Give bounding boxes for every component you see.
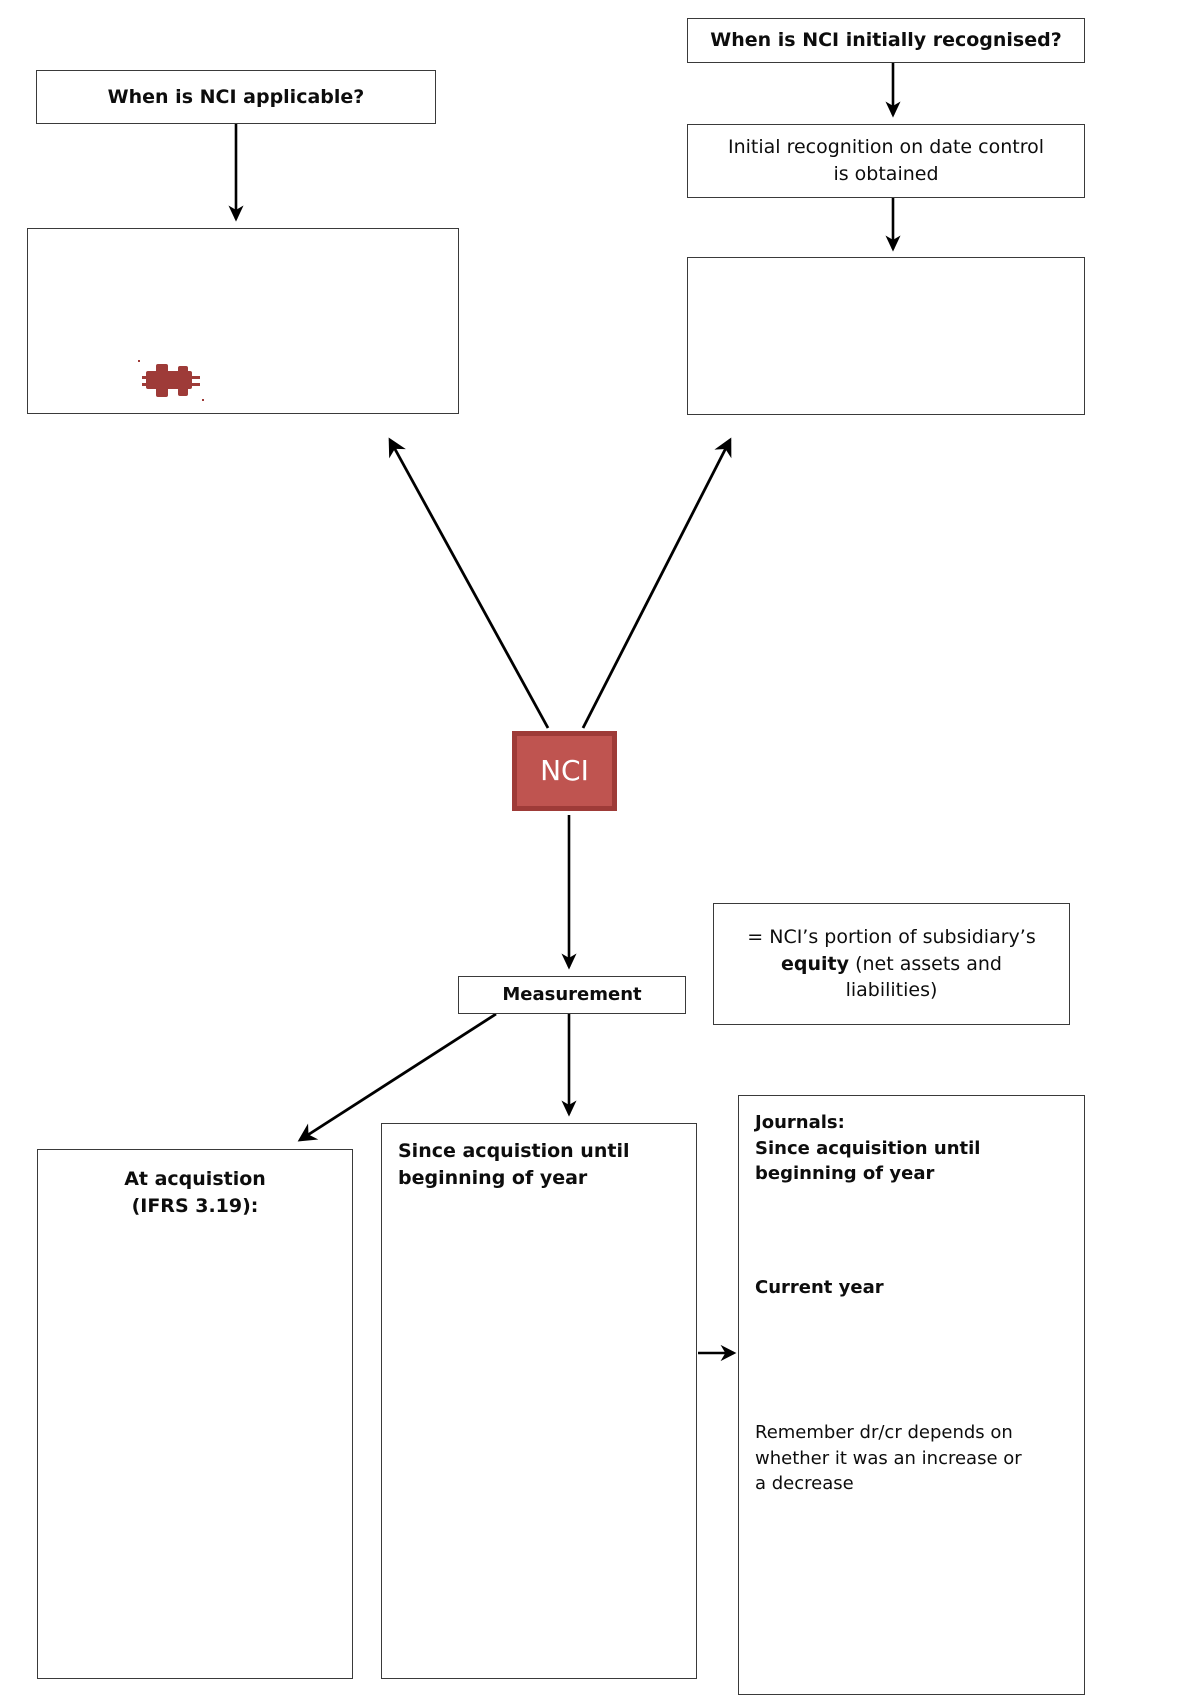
edge-nci-to-applicable-answer (388, 437, 550, 729)
node-initial-recognition-detail[interactable] (687, 257, 1085, 415)
node-label-equity-line3: liabilities) (845, 979, 938, 1002)
node-when-is-nci-applicable[interactable]: When is NCI applicable? (36, 70, 436, 124)
edge-nci-to-initial-detail (581, 437, 732, 729)
node-label-journals-sub-line2: beginning of year (755, 1163, 935, 1185)
node-measurement[interactable]: Measurement (458, 976, 686, 1014)
node-label-initial-answer-line1: Initial recognition on date control (727, 136, 1045, 159)
edge-measurement-to-at-acquisition (297, 1012, 497, 1142)
node-label-at-acquisition-line2: (IFRS 3.19): (131, 1194, 259, 1217)
node-applicable-answer[interactable] (27, 228, 459, 414)
node-label-since-acquisition-line1: Since acquistion until (398, 1140, 630, 1162)
journals-spacer-1 (755, 1187, 1070, 1275)
node-when-is-nci-initially-recognised[interactable]: When is NCI initially recognised? (687, 18, 1085, 63)
node-label-nci: NCI (540, 754, 589, 788)
journals-spacer-2 (755, 1300, 1070, 1420)
node-initial-recognition-date[interactable]: Initial recognition on date control is o… (687, 124, 1085, 198)
node-equity-note[interactable]: = NCI’s portion of subsidiary’s equity (… (713, 903, 1070, 1025)
node-label-since-acquisition-line2: beginning of year (398, 1166, 588, 1189)
node-label-journals-remember-line3: a decrease (755, 1473, 854, 1495)
node-journals[interactable]: Journals: Since acquisition until beginn… (738, 1095, 1085, 1695)
node-nci-center[interactable]: NCI (512, 731, 617, 811)
node-label-equity-line1: = NCI’s portion of subsidiary’s (747, 925, 1036, 948)
node-since-acquisition[interactable]: Since acquistion until beginning of year (381, 1123, 697, 1679)
equity-line2-rest: (net assets and (849, 952, 1002, 975)
node-label-equity-line2: equity (net assets and (714, 951, 1069, 978)
node-label-journals-remember-line1: Remember dr/cr depends on (755, 1422, 1013, 1444)
node-label-at-acquisition-line1: At acquistion (124, 1168, 266, 1190)
node-label-applicable-question: When is NCI applicable? (107, 85, 365, 108)
node-label-journals-heading: Journals: (755, 1112, 845, 1133)
node-at-acquisition[interactable]: At acquistion (IFRS 3.19): (37, 1149, 353, 1679)
node-label-journals-remember-line2: whether it was an increase or (755, 1447, 1022, 1469)
red-scribble-annotation-icon (138, 360, 204, 401)
node-label-journals-current-year: Current year (755, 1276, 884, 1298)
node-label-initial-answer-line2: is obtained (833, 163, 939, 185)
node-label-initial-question: When is NCI initially recognised? (710, 29, 1062, 52)
equity-keyword: equity (781, 952, 850, 975)
node-label-measurement: Measurement (502, 984, 642, 1006)
node-label-journals-sub-line1: Since acquisition until (755, 1137, 981, 1159)
